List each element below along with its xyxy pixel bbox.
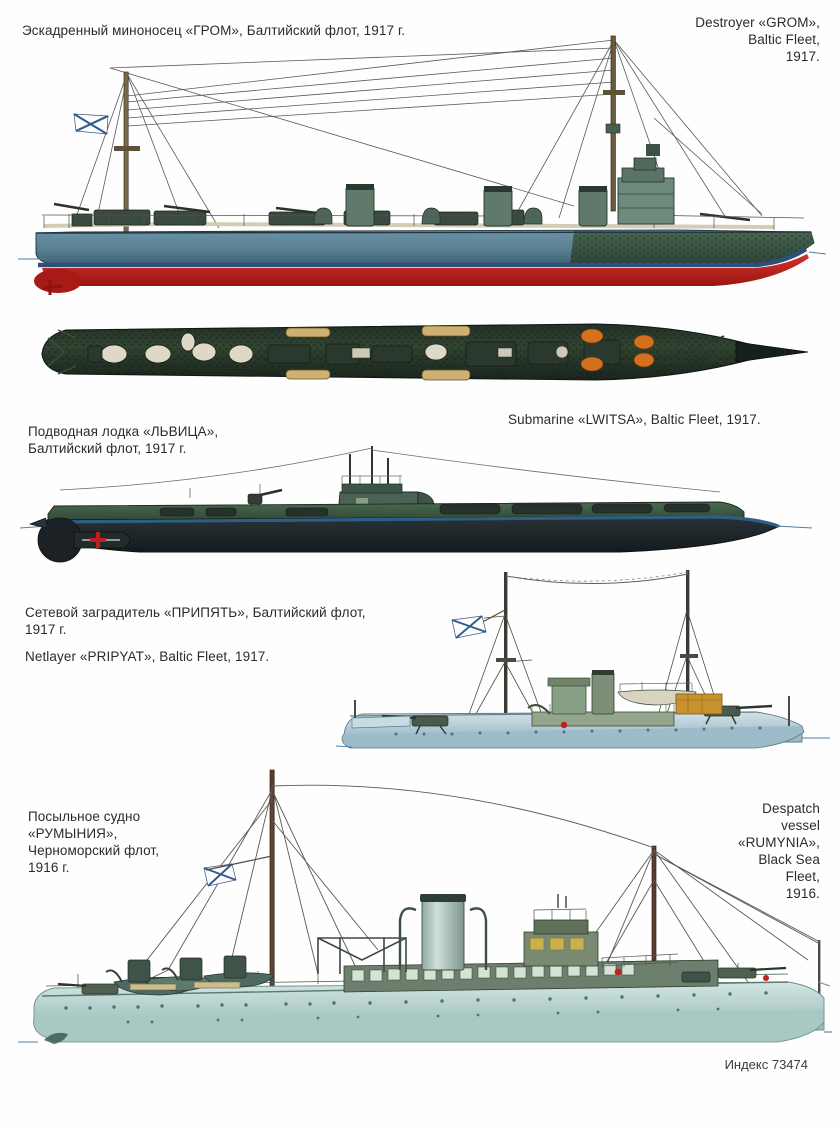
- caption-grom-en: Destroyer «GROM», Baltic Fleet, 1917.: [695, 15, 820, 64]
- caption-rumynia-en: Despatch vessel «RUMYNIA», Black Sea Fle…: [737, 801, 820, 901]
- caption-grom-ru: Эскадренный миноносец «ГРОМ», Балтийский…: [22, 23, 406, 38]
- caption-lwitsa-ru: Подводная лодка «ЛЬВИЦА», Балтийский фло…: [28, 424, 219, 456]
- masts: [114, 35, 625, 238]
- rigging-lines: [73, 35, 763, 233]
- caption-pripyat-ru: Сетевой заградитель «ПРИПЯТЬ», Балтийски…: [25, 605, 366, 637]
- boats-and-derricks: [57, 937, 787, 996]
- masts-and-rigging: [451, 570, 721, 729]
- plan-deck-fittings: [87, 325, 725, 381]
- ship-illustration-lwitsa: [19, 440, 813, 568]
- superstructure: [527, 670, 723, 729]
- index-label: Индекс 73474: [724, 1057, 808, 1072]
- bridge: [617, 144, 675, 225]
- ship-illustration-grom-profile: [14, 18, 827, 295]
- stern-assembly: [28, 517, 131, 563]
- rigging-lines: [109, 784, 821, 1010]
- st-andrews-ensign-icon: [73, 113, 109, 135]
- hull: [18, 221, 827, 295]
- caption-lwitsa-en: Submarine «LWITSA», Baltic Fleet, 1917.: [508, 412, 761, 427]
- funnels: [345, 184, 608, 227]
- st-andrews-ensign-icon: [203, 863, 237, 887]
- ship-illustration-grom-plan: [36, 312, 809, 396]
- deck-structures: [41, 123, 805, 230]
- st-andrews-ensign-icon: [451, 615, 487, 639]
- red-cross-marking: [90, 532, 106, 548]
- ship-illustration-rumynia: [18, 760, 832, 1062]
- caption-rumynia-ru: Посыльное судно «РУМЫНИЯ», Черноморский …: [28, 809, 160, 875]
- ship-illustration-pripyat: [335, 566, 830, 768]
- caption-pripyat-en: Netlayer «PRIPYAT», Baltic Fleet, 1917.: [25, 649, 270, 664]
- funnel: [398, 894, 488, 971]
- bridge: [523, 894, 679, 976]
